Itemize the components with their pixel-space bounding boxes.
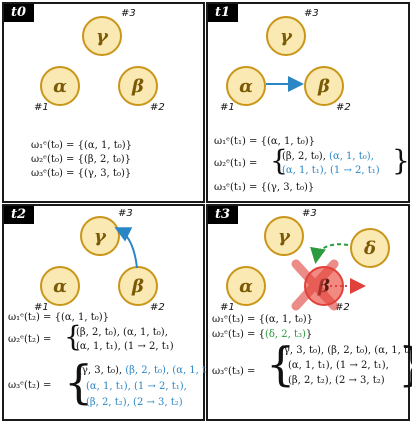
node-gamma: γ <box>82 16 122 56</box>
equation-w2-line1: (β, 2, t₀), (α, 1, t₀), <box>76 327 168 338</box>
panel-t3: t3 γ #3 δ α #1 β #2 ω₁ᵉ(t₃) = {(α, 1, t₀… <box>206 204 412 421</box>
node-label: #1 <box>34 302 49 313</box>
equation-w2-line2: (α, 1, t₁), (1 → 2, t₁) <box>76 341 174 352</box>
panel-tag: t0 <box>4 4 35 22</box>
equation-w2-lhs: ω₂ᵉ(t₂) = <box>8 334 52 345</box>
node-gamma: γ <box>264 216 304 256</box>
equation-w2: ω₂ᵉ(t₃) = {(δ, 2, t₃)} <box>212 329 312 341</box>
node-gamma: γ <box>80 216 120 256</box>
equation-w3: ω₃ᵉ(t₀) = {(γ, 3, t₀)} <box>31 168 132 179</box>
node-beta: β <box>118 66 158 106</box>
node-delta: δ <box>350 228 390 268</box>
panel-t0: t0 γ #3 α #1 β #2 ω₁ᵉ(t₀) = {(α, 1, t₀)}… <box>2 2 205 203</box>
node-label: #3 <box>118 208 133 219</box>
equation-w3-line1: (γ, 3, t₀), (β, 2, t₀), (α, 1, t₀), <box>78 365 217 377</box>
brace-open: { <box>64 320 82 353</box>
equation-w3-line2: (α, 1, t₁), (1 → 2, t₁), <box>86 381 187 392</box>
term-new: (α, 1, t₀), <box>329 151 374 162</box>
brace-open: { <box>266 337 296 391</box>
node-label: #2 <box>336 102 351 113</box>
node-alpha: α <box>40 66 80 106</box>
equation-w3-line3: (β, 2, t₂), (2 → 3, t₂) <box>86 397 183 408</box>
node-label: #1 <box>34 102 49 113</box>
node-label: #3 <box>304 8 319 19</box>
node-label: #3 <box>302 208 317 219</box>
equation-w2-line1: (β, 2, t₀), (α, 1, t₀), <box>282 151 374 163</box>
node-alpha: α <box>226 66 266 106</box>
brace-close: } <box>398 340 412 388</box>
equation-w3-lhs: ω₃ᵉ(t₃) = <box>212 366 256 377</box>
equation-w3-line3: (β, 2, t₂), (2 → 3, t₂) <box>288 375 385 386</box>
equation-w1: ω₁ᵉ(t₂) = {(α, 1, t₀)} <box>8 312 109 323</box>
equation-w2-line2: (α, 1, t₁), (1 → 2, t₁) <box>282 165 380 176</box>
panel-t1: t1 γ #3 α #1 β #2 ω₁ᵉ(t₁) = {(α, 1, t₀)}… <box>206 2 410 203</box>
node-label: #1 <box>220 302 235 313</box>
node-beta-removed: β <box>304 266 344 306</box>
node-label: #2 <box>335 302 350 313</box>
equation-w2: ω₂ᵉ(t₀) = {(β, 2, t₀)} <box>31 154 132 165</box>
equation-w1: ω₁ᵉ(t₁) = {(α, 1, t₀)} <box>214 136 315 147</box>
equation-w1: ω₁ᵉ(t₀) = {(α, 1, t₀)} <box>31 140 132 151</box>
term: } <box>305 329 313 340</box>
panel-tag: t3 <box>208 206 239 224</box>
node-label: #2 <box>150 102 165 113</box>
equation-w3-lhs: ω₃ᵉ(t₂) = <box>8 380 52 391</box>
brace-open: { <box>64 355 94 409</box>
node-label: #3 <box>121 8 136 19</box>
term-new: (δ, 2, t₃) <box>264 329 306 340</box>
node-alpha: α <box>226 266 266 306</box>
brace-close: } <box>392 144 410 177</box>
node-alpha: α <box>40 266 80 306</box>
panel-t2: t2 γ #3 α #1 β #2 ω₁ᵉ(t₂) = {(α, 1, t₀)}… <box>2 204 217 421</box>
equation-w1: ω₁ᵉ(t₃) = {(α, 1, t₀)} <box>212 314 313 325</box>
term: (γ, 3, t₀), <box>78 365 126 376</box>
term-new: (β, 2, t₀), (α, 1, t₀), <box>125 365 218 376</box>
equation-w3-line1: (γ, 3, t₀), (β, 2, t₀), (α, 1, t₀), <box>280 345 412 356</box>
node-gamma: γ <box>266 16 306 56</box>
node-label: #1 <box>220 102 235 113</box>
equation-w2-lhs: ω₂ᵉ(t₁) = <box>214 158 258 169</box>
node-beta: β <box>118 266 158 306</box>
equation-w3-line2: (α, 1, t₁), (1 → 2, t₁), <box>288 360 389 371</box>
equation-w3: ω₃ᵉ(t₁) = {(γ, 3, t₀)} <box>214 182 315 193</box>
term: ω₂ᵉ(t₃) = { <box>212 329 265 340</box>
node-label: #2 <box>150 302 165 313</box>
panel-tag: t1 <box>208 4 239 22</box>
node-beta: β <box>304 66 344 106</box>
term: (β, 2, t₀), <box>282 151 330 162</box>
brace-open: { <box>270 144 288 177</box>
panel-tag: t2 <box>4 206 35 224</box>
